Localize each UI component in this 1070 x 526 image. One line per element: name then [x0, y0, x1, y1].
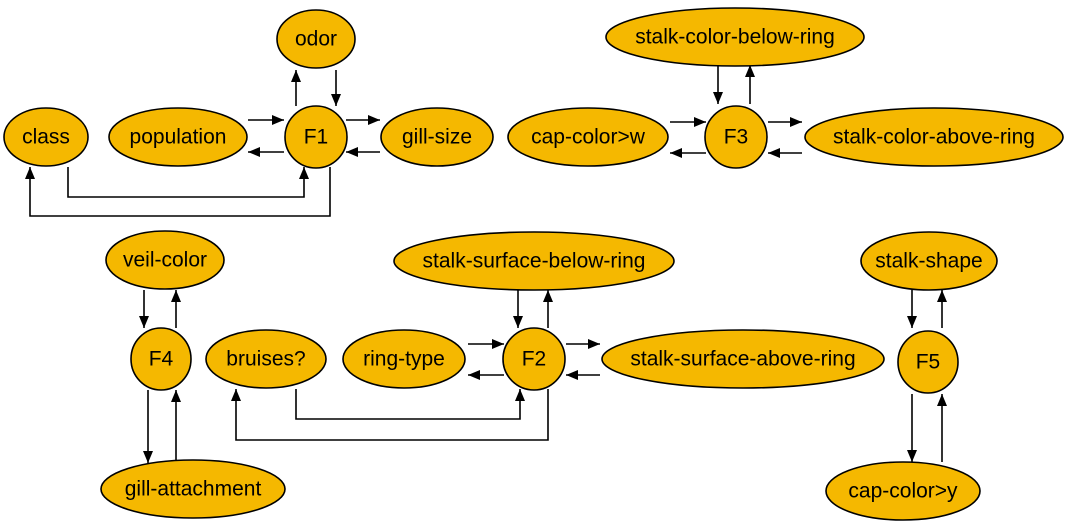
- node-label: F5: [916, 351, 941, 374]
- node-label: odor: [295, 28, 337, 51]
- node-label: stalk-color-above-ring: [833, 126, 1035, 149]
- node-label: stalk-color-below-ring: [635, 26, 835, 49]
- edge-f1-to-class: [25, 167, 331, 217]
- node-label: veil-color: [123, 249, 207, 272]
- node-bruises: bruises?: [205, 329, 327, 389]
- node-label: class: [22, 126, 70, 149]
- node-label: ring-type: [363, 348, 445, 371]
- node-label: stalk-surface-below-ring: [423, 250, 646, 273]
- node-label: cap-color>y: [848, 480, 958, 503]
- node-ring-type: ring-type: [342, 329, 466, 389]
- node-stalk-surface-above-ring: stalk-surface-above-ring: [601, 329, 885, 389]
- node-label: stalk-shape: [875, 250, 982, 273]
- node-label: F1: [304, 126, 329, 149]
- node-f3: F3: [704, 105, 768, 169]
- node-class: class: [3, 107, 89, 167]
- node-label: gill-size: [402, 126, 472, 149]
- node-stalk-surface-below-ring: stalk-surface-below-ring: [393, 231, 675, 291]
- node-population: population: [108, 107, 248, 167]
- edges-f2: [231, 290, 600, 441]
- node-label: F2: [522, 348, 547, 371]
- node-label: F4: [149, 348, 174, 371]
- node-f2: F2: [502, 327, 566, 391]
- edge-f2-to-bruises: [231, 389, 549, 441]
- node-f4: F4: [130, 327, 192, 391]
- edges-f1: [25, 70, 380, 217]
- node-gill-size: gill-size: [380, 107, 494, 167]
- node-stalk-color-above-ring: stalk-color-above-ring: [804, 107, 1064, 167]
- node-cap-color-y: cap-color>y: [825, 461, 981, 521]
- edges-f5: [907, 290, 947, 462]
- edge-bruises-to-f2: [295, 389, 525, 420]
- node-odor: odor: [276, 9, 356, 69]
- node-label: cap-color>w: [531, 126, 646, 149]
- node-f1: F1: [284, 105, 348, 169]
- node-stalk-shape: stalk-shape: [860, 231, 998, 291]
- node-label: bruises?: [226, 348, 305, 371]
- node-label: population: [130, 126, 227, 149]
- node-veil-color: veil-color: [105, 230, 225, 290]
- node-f5: F5: [897, 330, 959, 394]
- node-gill-attachment: gill-attachment: [100, 459, 286, 519]
- node-label: F3: [724, 126, 749, 149]
- node-stalk-color-below-ring: stalk-color-below-ring: [605, 7, 865, 67]
- edge-class-to-f1: [67, 167, 309, 198]
- edges-f4: [139, 290, 181, 463]
- edges-f3: [670, 65, 802, 158]
- node-label: gill-attachment: [125, 478, 262, 501]
- node-label: stalk-surface-above-ring: [630, 348, 855, 371]
- node-cap-color-w: cap-color>w: [507, 107, 669, 167]
